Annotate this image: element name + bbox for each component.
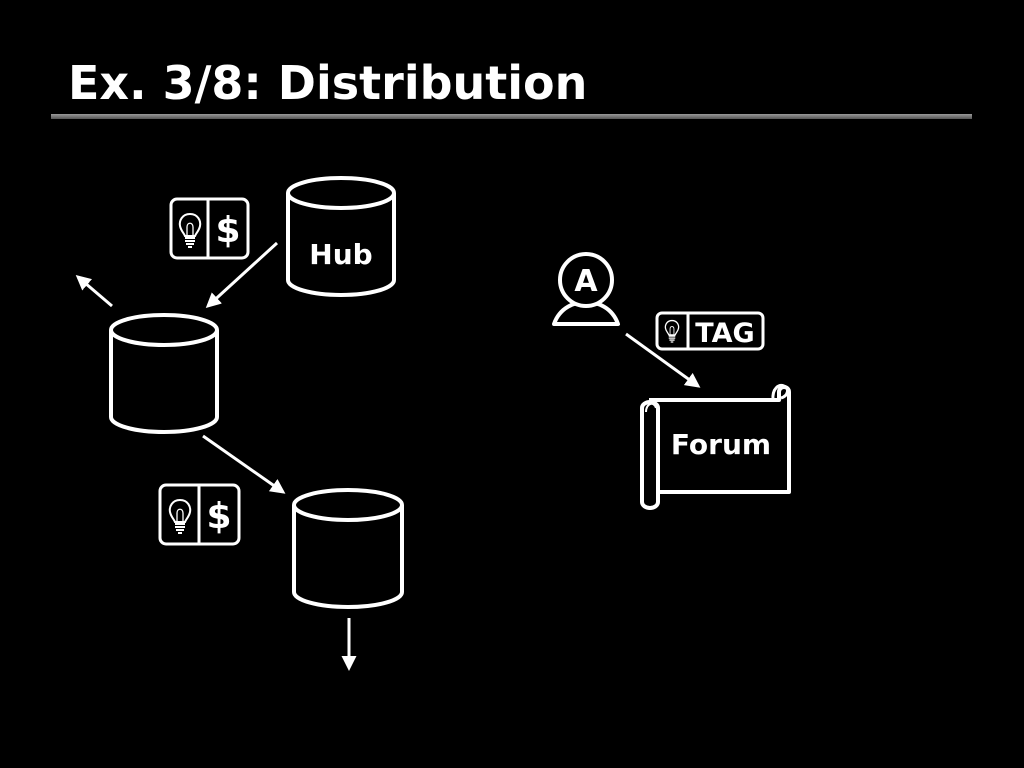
title-divider [51,114,972,119]
forum-scroll-icon [640,384,791,510]
flow-arrow-hub-to-left [205,241,279,309]
database-left-icon [109,313,219,434]
lightbulb-icon [178,213,202,248]
forum-label: Forum [671,428,771,461]
lightbulb-icon [168,499,192,534]
idea-payment-badge-bottom: $ [158,483,241,546]
lightbulb-icon [664,319,680,343]
flow-arrow-left-to-bottom [202,434,286,494]
author-icon: A [552,252,620,326]
dollar-icon: $ [215,210,240,251]
flow-arrow-author-to-forum [625,332,701,388]
hub-label: Hub [309,238,372,271]
tag-badge: TAG [655,311,765,351]
hub-database-icon [286,176,396,297]
dollar-icon: $ [206,496,231,537]
slide-title: Ex. 3/8: Distribution [68,56,588,110]
database-bottom-icon [292,488,404,609]
idea-payment-badge-top: $ [169,197,250,260]
flow-arrow-left-out [75,275,113,308]
author-letter: A [574,264,598,299]
tag-label: TAG [695,318,754,349]
